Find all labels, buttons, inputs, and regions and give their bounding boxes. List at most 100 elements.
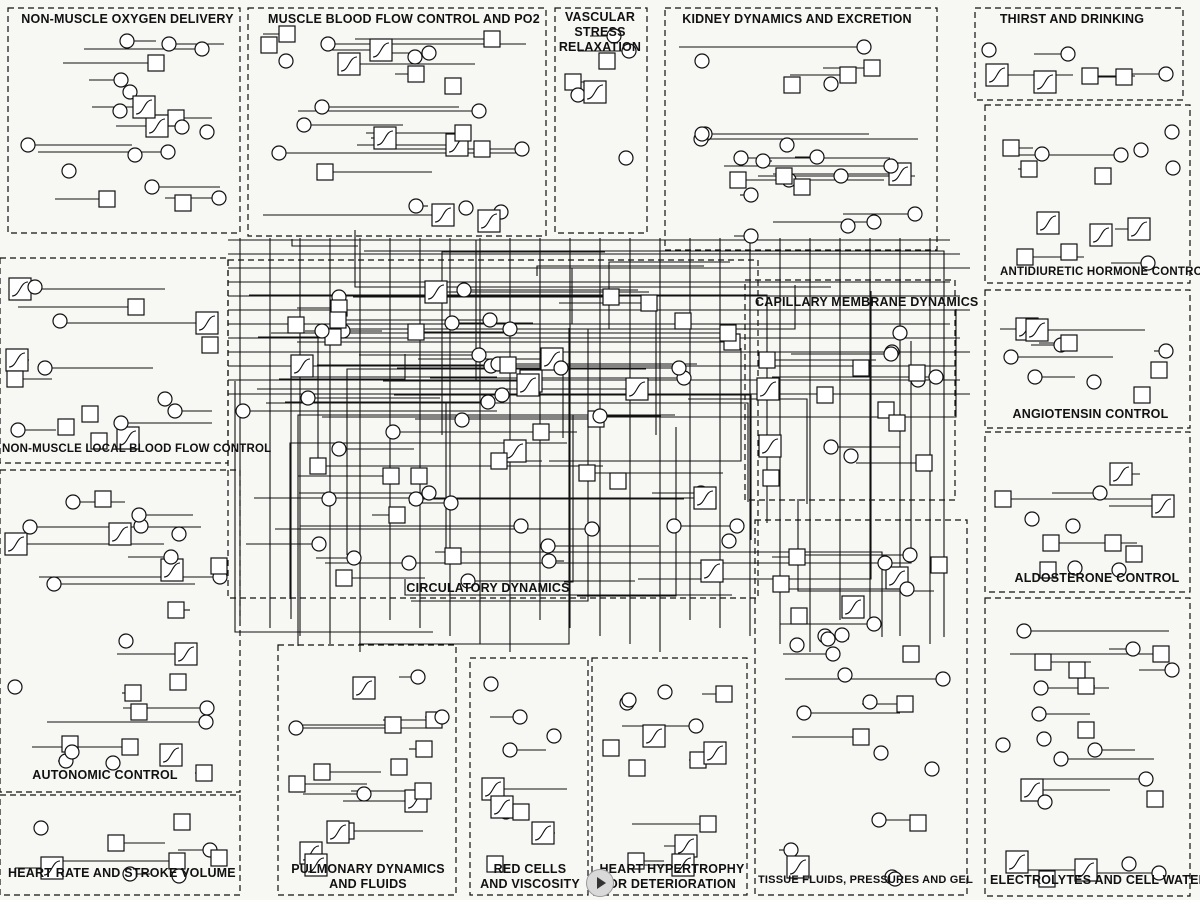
title-red-cells-line: RED CELLS AND VISCOSITY [480,862,580,891]
summing-junction [314,323,330,339]
summing-junction [1036,731,1052,747]
summing-junction [321,491,337,507]
summing-junction [454,412,470,428]
summing-junction [592,408,608,424]
summing-junction [127,147,143,163]
multiplier-block [1115,68,1133,86]
multiplier-block [699,815,717,833]
title-oxygen-delivery: NON-MUSCLE OXYGEN DELIVERY [21,12,234,26]
multiplier-block [1104,534,1122,552]
wire-trunk [441,251,605,435]
multiplier-block [444,547,462,565]
function-curve [586,84,604,100]
function-curve [293,358,311,374]
multiplier-block [201,336,219,354]
summing-junction [33,820,49,836]
summing-junction [171,868,187,884]
summing-junction [311,536,327,552]
function-curve [1039,215,1057,231]
multiplier-block [407,323,425,341]
multiplier-block [1002,139,1020,157]
summing-junction [694,126,710,142]
multiplier-block [1146,790,1164,808]
function-curve [111,526,129,542]
multiplier-block [1077,721,1095,739]
function-curve [43,860,61,876]
summing-junction [887,871,903,887]
summing-junction [834,627,850,643]
wire-trunk [394,394,752,540]
multiplier-block [602,288,620,306]
summing-junction [52,313,68,329]
multiplier-block [98,190,116,208]
summing-junction [456,282,472,298]
summing-junction [1031,706,1047,722]
summing-junction [174,119,190,135]
summing-junction [856,39,872,55]
function-curve [484,781,502,797]
summing-junction [131,507,147,523]
multiplier-block [486,855,504,873]
wire-trunk [234,381,433,633]
function-curve [519,377,537,393]
multiplier-block [877,401,895,419]
function-curve [1130,221,1148,237]
summing-junction [483,676,499,692]
function-curve [198,315,216,331]
function-curve [8,352,26,368]
summing-junction [22,519,38,535]
multiplier-block [1152,645,1170,663]
play-button[interactable] [586,869,614,897]
multiplier-block [888,414,906,432]
function-curve [372,42,390,58]
function-curve [674,857,692,873]
multiplier-block [454,124,472,142]
title-heart-hypertrophy-line: HEART HYPERTROPHY OR DETERIORATION [599,862,745,891]
summing-junction [105,755,121,771]
summing-junction [843,448,859,464]
wire-trunk [797,499,934,592]
summing-junction [729,518,745,534]
wire-trunk [325,341,912,564]
summing-junction [482,312,498,328]
function-curve [329,824,347,840]
summing-junction [1164,662,1180,678]
summing-junction [871,812,887,828]
summing-junction [570,87,586,103]
summing-junction [789,637,805,653]
summing-junction [621,43,637,59]
function-curve [135,99,153,115]
multiplier-block [414,782,432,800]
summing-junction [892,325,908,341]
multiplier-block [6,370,24,388]
title-red-cells: RED CELLS AND VISCOSITY [475,862,585,892]
section-frame [554,7,648,234]
summing-junction [444,315,460,331]
multiplier-block [1060,243,1078,261]
summing-junction [779,137,795,153]
title-local-blood-flow: NON-MUSCLE LOCAL BLOOD FLOW CONTROL [2,443,272,455]
function-curve [761,438,779,454]
function-curve [1036,74,1054,90]
function-curve [148,118,166,134]
multiplier-block [729,171,747,189]
summing-junction [443,495,459,511]
multiplier-block [57,418,75,436]
summing-junction [410,669,426,685]
function-curve [534,825,552,841]
title-aldosterone: ALDOSTERONE CONTROL [1014,571,1180,585]
summing-junction [502,321,518,337]
summing-junction [198,714,214,730]
summing-junction [401,555,417,571]
function-curve [628,381,646,397]
summing-junction [288,720,304,736]
summing-junction [480,394,496,410]
multiplier-block [908,364,926,382]
multiplier-block [288,775,306,793]
summing-junction [671,360,687,376]
function-curve [706,745,724,761]
summing-junction [584,521,600,537]
section-frame [227,259,759,599]
summing-junction [7,679,23,695]
